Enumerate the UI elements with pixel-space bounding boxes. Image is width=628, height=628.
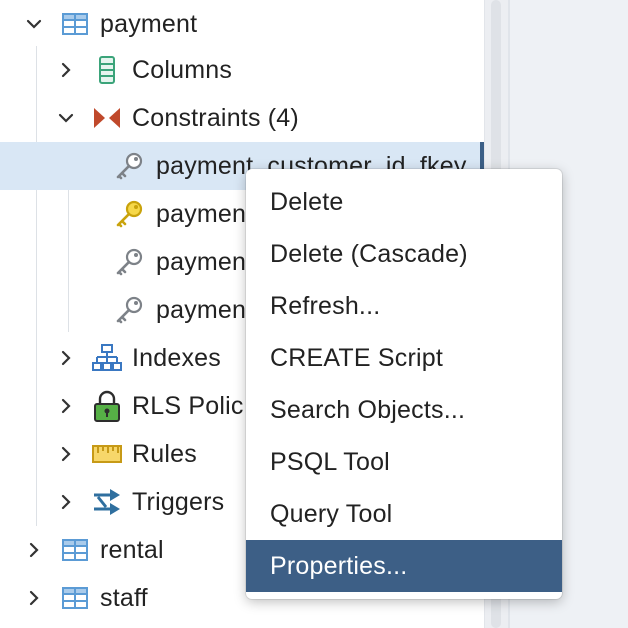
tree-item-indexes[interactable]: Indexes: [0, 334, 484, 382]
table-icon: [60, 535, 90, 565]
foreign-key-icon: [114, 247, 144, 277]
menu-item-query-tool[interactable]: Query Tool: [270, 499, 393, 528]
tree-guide-line: [68, 142, 69, 332]
tree-item-label: paymen: [156, 199, 247, 228]
menu-item-psql-tool[interactable]: PSQL Tool: [270, 447, 390, 476]
table-icon: [60, 583, 90, 613]
tree-item-foreign-key[interactable]: paymen: [0, 286, 484, 334]
context-menu: Delete Delete (Cascade) Refresh... CREAT…: [246, 169, 562, 599]
indexes-icon: [92, 343, 122, 373]
tree-guide-line: [36, 46, 37, 526]
rules-icon: [92, 439, 122, 469]
tree-item-label: Rules: [132, 439, 197, 468]
columns-icon: [92, 55, 122, 85]
selection-indicator: [480, 142, 484, 190]
tree-item-label: Triggers: [132, 487, 225, 516]
chevron-right-icon[interactable]: [54, 58, 78, 82]
chevron-right-icon[interactable]: [54, 442, 78, 466]
chevron-right-icon[interactable]: [54, 490, 78, 514]
tree-item-label: Columns: [132, 55, 233, 84]
tree-item-constraints[interactable]: Constraints (4): [0, 94, 484, 142]
foreign-key-icon: [114, 295, 144, 325]
tree-item-label: payment: [100, 9, 198, 38]
chevron-right-icon[interactable]: [22, 586, 46, 610]
chevron-down-icon[interactable]: [54, 106, 78, 130]
menu-item-refresh[interactable]: Refresh...: [270, 291, 381, 320]
menu-item-delete-cascade[interactable]: Delete (Cascade): [270, 239, 468, 268]
tree-item-label: Indexes: [132, 343, 221, 372]
tree-item-rental[interactable]: rental: [0, 526, 484, 574]
tree-item-staff[interactable]: staff: [0, 574, 484, 622]
tree-item-label: staff: [100, 583, 148, 612]
tree-item-label: rental: [100, 535, 164, 564]
chevron-right-icon[interactable]: [54, 394, 78, 418]
tree-item-label: Constraints (4): [132, 103, 299, 132]
menu-item-create-script[interactable]: CREATE Script: [270, 343, 443, 372]
tree-item-columns[interactable]: Columns: [0, 46, 484, 94]
tree-item-label: RLS Polic: [132, 391, 244, 420]
primary-key-icon: [114, 199, 144, 229]
menu-item-properties[interactable]: Properties...: [246, 540, 562, 592]
tree-item-triggers[interactable]: Triggers: [0, 478, 484, 526]
tree-item-primary-key[interactable]: paymen: [0, 190, 484, 238]
chevron-down-icon[interactable]: [22, 12, 46, 36]
tree-item-payment[interactable]: payment: [0, 0, 484, 48]
tree-item-label: paymen: [156, 295, 247, 324]
tree-item-rules[interactable]: Rules: [0, 430, 484, 478]
menu-item-search-objects[interactable]: Search Objects...: [270, 395, 466, 424]
triggers-icon: [92, 487, 122, 517]
menu-item-delete[interactable]: Delete: [270, 187, 344, 216]
rls-policy-icon: [92, 390, 122, 422]
table-icon: [60, 9, 90, 39]
tree-item-foreign-key[interactable]: paymen: [0, 238, 484, 286]
tree-item-rls-policies[interactable]: RLS Polic: [0, 382, 484, 430]
constraints-icon: [92, 103, 122, 133]
chevron-right-icon[interactable]: [54, 346, 78, 370]
chevron-right-icon[interactable]: [22, 538, 46, 562]
foreign-key-icon: [114, 151, 144, 181]
tree-item-label: paymen: [156, 247, 247, 276]
